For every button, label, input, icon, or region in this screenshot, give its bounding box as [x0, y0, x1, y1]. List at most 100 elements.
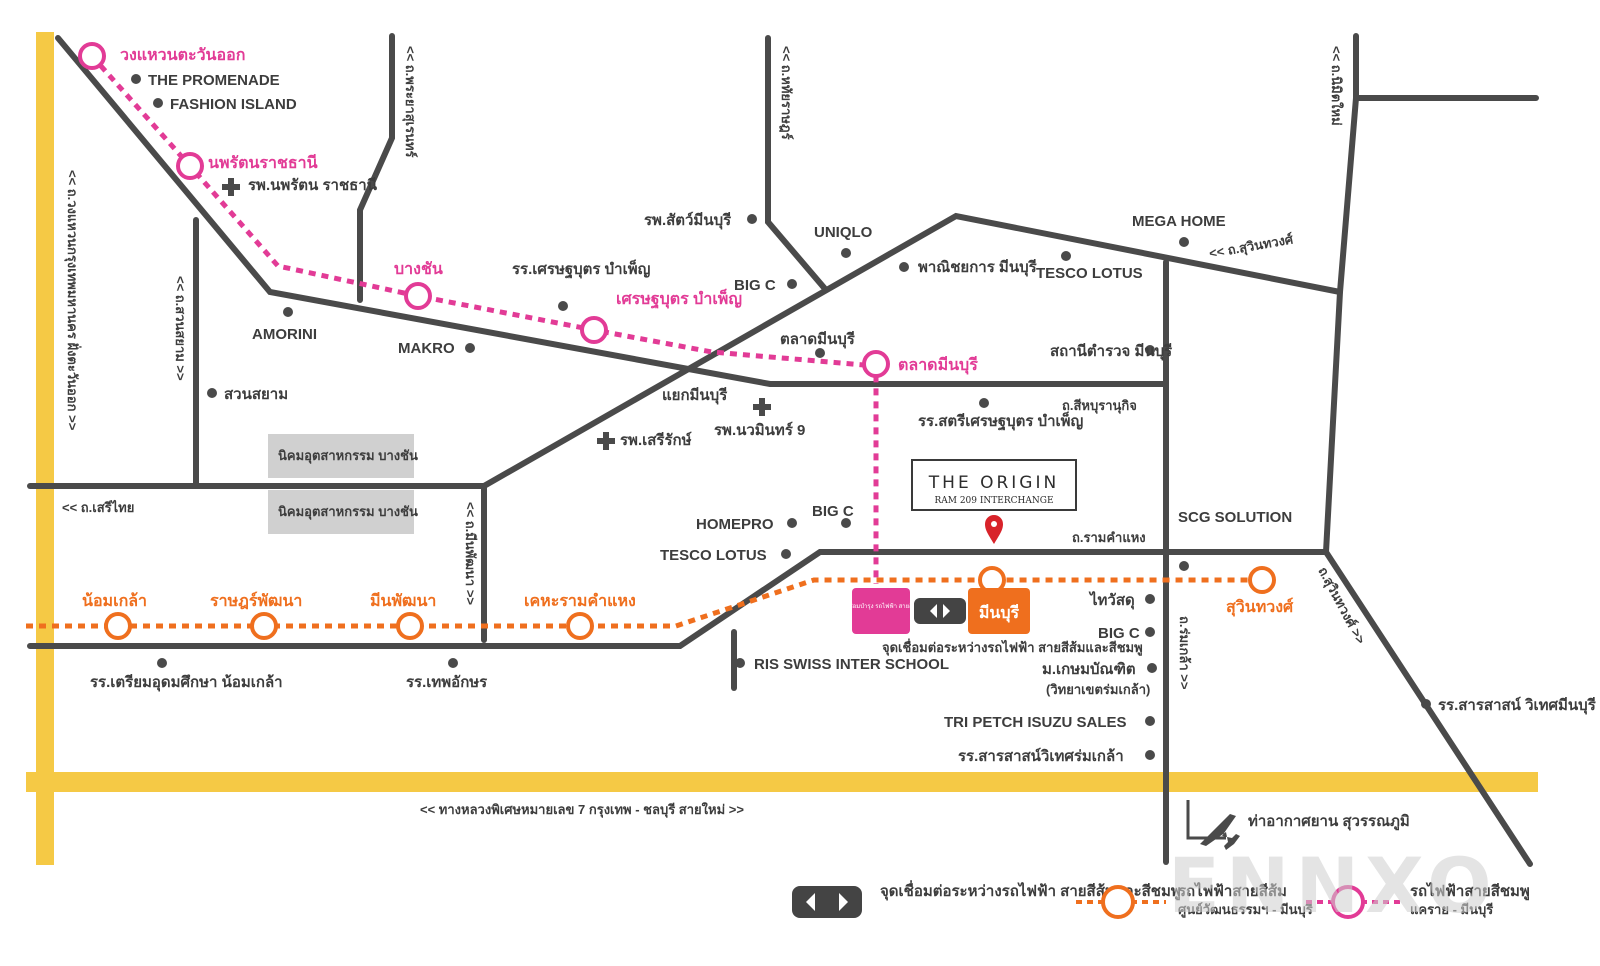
pink-station-marker	[580, 316, 608, 344]
double-arrow-icon	[914, 598, 966, 624]
dot-icon	[899, 262, 909, 272]
poi-label: รร.สตรีเศรษฐบุตร บำเพ็ญ	[918, 411, 1084, 431]
road-label: << ถ.มีนพัฒนา >>	[463, 502, 478, 605]
cross-icon	[222, 178, 240, 196]
poi-label: BIG C	[1098, 625, 1140, 642]
poi-label: รพ.สัตว์มีนบุรี	[644, 211, 732, 230]
poi-label: BIG C	[812, 503, 854, 520]
poi-label: TRI PETCH ISUZU SALES	[944, 714, 1127, 731]
dot-icon	[1061, 251, 1071, 261]
poi-label: พาณิชยการ มีนบุรี	[918, 258, 1038, 277]
pink-station-label: วงแหวนตะวันออก	[120, 46, 245, 64]
pink-station-circles	[78, 42, 890, 378]
pink-station-label: นพรัตนราชธานี	[208, 153, 318, 172]
dot-icon	[558, 301, 568, 311]
industrial-label: นิคมอุตสาหกรรม บางชัน	[278, 448, 418, 464]
project-logo: THE ORIGIN RAM 209 INTERCHANGE	[911, 459, 1077, 511]
dot-icon	[131, 74, 141, 84]
legend-pink-label: รถไฟฟ้าสายสีชมพู	[1410, 881, 1530, 901]
interchange-pink-label: ศูนย์ซ่อมบำรุง รถไฟฟ้า สายสีชมพู	[837, 602, 925, 610]
interchange-orange-box	[968, 588, 1030, 634]
road-label: << ถ.สวนสยาม >>	[173, 276, 188, 381]
industrial-box	[268, 434, 414, 478]
legend-pink-station	[1331, 885, 1365, 919]
orange-station-label: ราษฎร์พัฒนา	[210, 591, 302, 610]
dot-icon	[815, 348, 825, 358]
dot-icon	[1145, 345, 1155, 355]
pink-station-marker	[78, 42, 106, 70]
poi-label: TESCO LOTUS	[660, 547, 767, 564]
dot-icon	[735, 658, 745, 668]
pink-station-marker	[404, 282, 432, 310]
dot-icon	[1145, 716, 1155, 726]
legend-interchange-icon	[792, 886, 862, 918]
road-label: << ถ.สุวินทวงศ์	[1208, 231, 1295, 262]
pink-station-label: บางชัน	[394, 260, 443, 278]
poi-label: รร.เศรษฐบุตร บำเพ็ญ	[512, 259, 651, 279]
poi-label: BIG C	[734, 277, 776, 294]
poi-label: ม.เกษมบัณฑิต	[1042, 660, 1136, 678]
pink-line	[90, 54, 879, 584]
road-label: ถ.ร่มเกล้า >>	[1177, 616, 1192, 690]
dot-icon	[207, 388, 217, 398]
road-label: ถ.รามคำแหง	[1072, 530, 1146, 545]
pink-station-marker	[176, 152, 204, 180]
poi-label: HOMEPRO	[696, 516, 774, 533]
poi-label: แยกมีนบุรี	[662, 387, 728, 405]
cross-icon	[753, 398, 771, 416]
dot-icon	[747, 214, 757, 224]
arrow-left	[930, 604, 937, 618]
poi-label: MAKRO	[398, 340, 455, 357]
dot-icon	[1421, 699, 1431, 709]
dot-icon	[1179, 237, 1189, 247]
poi-label: สวนสยาม	[224, 386, 288, 403]
dot-icon	[1145, 750, 1155, 760]
road-label: << ถ.วงแหวนกรุงเทพมหานคร ฝั่งตะวันออก >>	[64, 170, 82, 431]
poi-label: ท่าอากาศยาน สุวรรณภูมิ	[1248, 812, 1410, 831]
road-label: << ถ.เสรีไทย	[62, 499, 134, 515]
dot-icon	[465, 343, 475, 353]
poi-label: รร.เตรียมอุดมศึกษา น้อมเกล้า	[90, 673, 283, 692]
interchange-pink-box	[852, 588, 910, 634]
legend-arrow-left	[806, 893, 815, 911]
poi-label: รร.สารสาสน์วิเทศร่มเกล้า	[958, 747, 1124, 765]
legend: จุดเชื่อมต่อระหว่างรถไฟฟ้า สายสีส้มและสี…	[792, 880, 1530, 919]
dot-icon	[787, 518, 797, 528]
poi-label: รพ.นพรัตน ราชธานี	[248, 177, 378, 194]
orange-station-label: สุวินทวงศ์	[1226, 597, 1294, 617]
orange-station-marker	[250, 612, 278, 640]
orange-line	[26, 577, 1270, 629]
dot-icon	[153, 98, 163, 108]
location-pin-icon	[985, 515, 1003, 544]
industrial-label: นิคมอุตสาหกรรม บางชัน	[278, 504, 418, 520]
poi-label: THE PROMENADE	[148, 72, 280, 89]
dot-icon	[283, 307, 293, 317]
poi-label: AMORINI	[252, 326, 317, 343]
interchange-orange-label: มีนบุรี	[979, 603, 1020, 623]
legend-pink-sublabel: แคราย - มีนบุรี	[1410, 902, 1493, 918]
road-label: << ถ.หทัยราษฎร์	[778, 46, 794, 140]
poi-label: UNIQLO	[814, 224, 873, 241]
motorway-vertical	[36, 32, 54, 865]
dot-icon	[841, 248, 851, 258]
dot-icon	[157, 658, 167, 668]
poi-label: (วิทยาเขตร่มเกล้า)	[1046, 682, 1150, 697]
pink-station-label: ตลาดมีนบุรี	[898, 355, 978, 375]
hospital-crosses	[222, 178, 771, 450]
poi-label: รพ.นวมินทร์ 9	[714, 421, 805, 439]
dot-icon	[1147, 663, 1157, 673]
motorway-label: << ทางหลวงพิเศษหมายเลข 7 กรุงเทพ - ชลบุร…	[420, 801, 744, 818]
poi-label: FASHION ISLAND	[170, 96, 297, 113]
road-label: ถ.สีหบุรานุกิจ	[1062, 398, 1137, 414]
poi-label: รร.เทพอักษร	[406, 674, 488, 691]
dot-icon	[448, 658, 458, 668]
poi-label: SCG SOLUTION	[1178, 509, 1292, 526]
pink-station-label: เศรษฐบุตร บำเพ็ญ	[616, 287, 742, 309]
pink-station-marker	[862, 350, 890, 378]
logo-subtitle: RAM 209 INTERCHANGE	[934, 496, 1053, 506]
pin-center	[991, 521, 997, 527]
orange-station-marker	[396, 612, 424, 640]
dot-icon	[781, 549, 791, 559]
orange-station-marker	[1248, 566, 1276, 594]
